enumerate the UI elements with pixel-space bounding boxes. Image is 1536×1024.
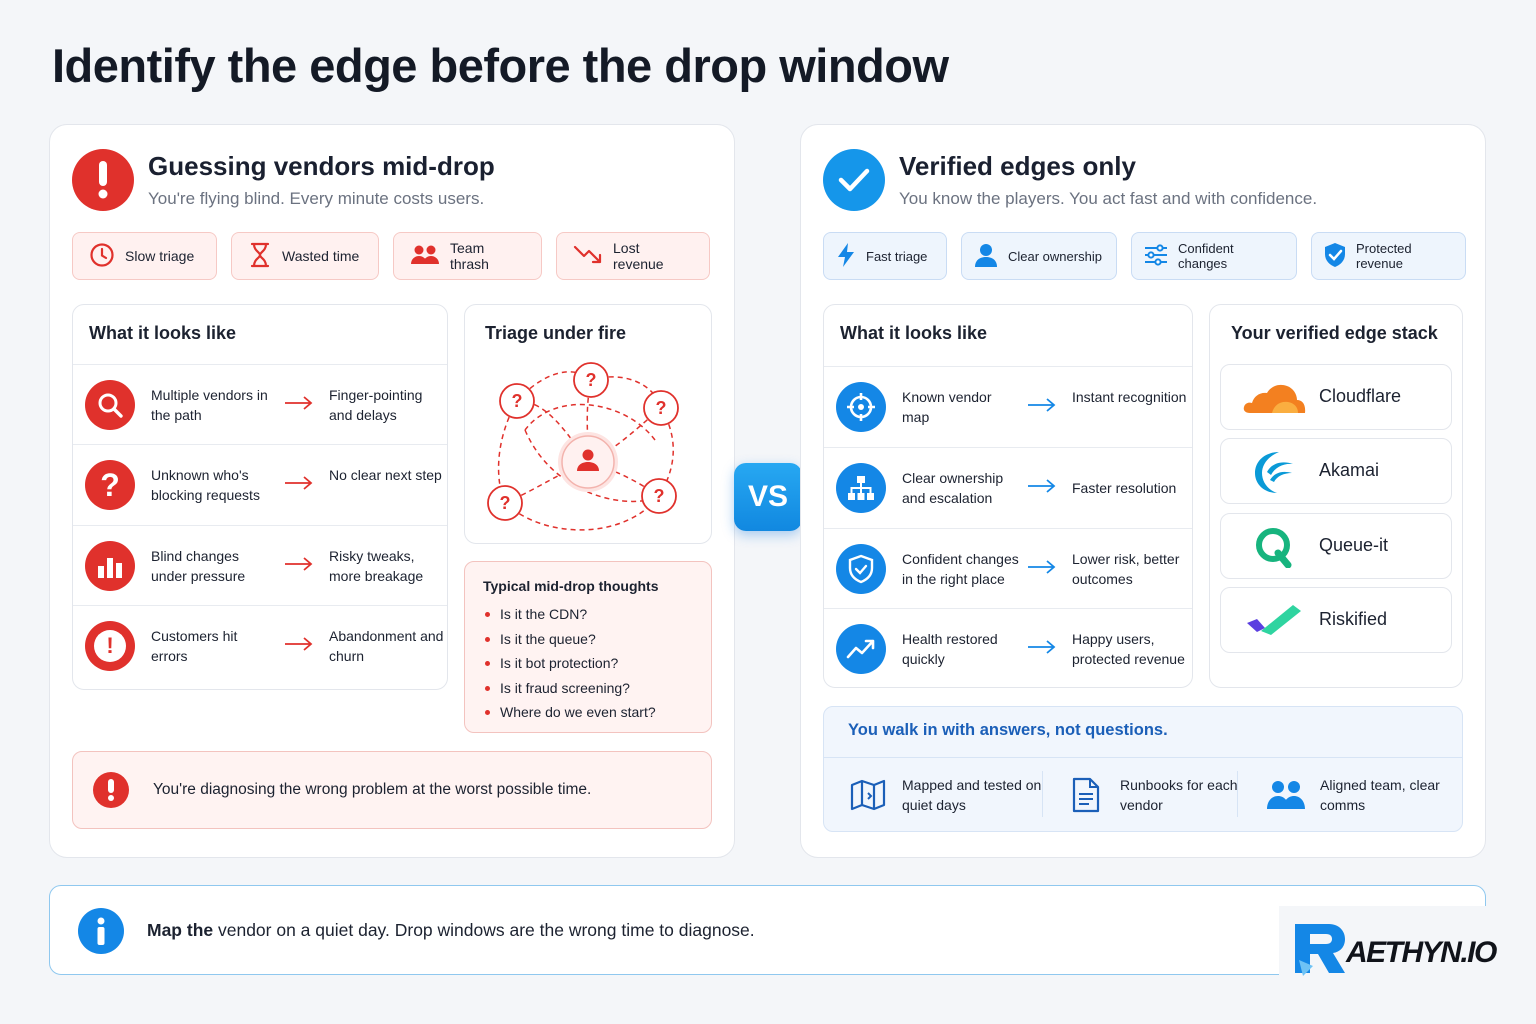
benefit-chips: Fast triage Clear ownership Confident ch… [823,232,1466,280]
list-item: Health restored quickly Happy users, pro… [824,608,1192,688]
list-item: ! Customers hit errors Abandonment and c… [73,605,447,685]
sliders-icon [1144,243,1168,269]
user-icon [974,243,998,270]
aethyn-logo-mark [1295,924,1345,976]
question-icon: ? [85,460,135,510]
team-icon [1266,775,1306,815]
chip-lost-revenue: Lost revenue [556,232,710,280]
check-icon [823,149,885,211]
question-mark: ? [656,398,667,418]
queue-it-logo [1241,526,1307,568]
list-item: ? Unknown who's blocking requests No cle… [73,444,447,524]
question-bubbles [487,362,679,521]
arrow-right-icon [283,556,315,577]
edge-stack-card: Your verified edge stack Cloudflare Akam… [1209,304,1463,688]
panel-subtitle: You're flying blind. Every minute costs … [148,189,485,208]
looks-like-card: What it looks like Multiple vendors in t… [72,304,448,690]
arrow-right-icon [283,636,315,657]
akamai-logo [1241,451,1307,493]
trending-down-icon [573,243,603,270]
list-item: Is it the CDN? [485,602,656,627]
arrow-right-icon [283,395,315,416]
riskified-logo [1241,600,1307,642]
thoughts-list: Is it the CDN? Is it the queue? Is it bo… [485,602,656,725]
guessing-panel: Guessing vendors mid-drop You're flying … [49,124,735,858]
org-chart-icon [836,463,886,513]
warning-banner: You're diagnosing the wrong problem at t… [72,751,712,829]
list-item: Is it bot protection? [485,651,656,676]
trending-up-icon [836,624,886,674]
arrow-right-icon [1026,639,1058,660]
map-icon [848,775,888,815]
list-item: Known vendor map Instant recognition [824,366,1192,446]
arrow-right-icon [1026,559,1058,580]
vendor-queue-it: Queue-it [1220,513,1452,579]
list-item: Clear ownership and escalation Faster re… [824,447,1192,527]
arrow-right-icon [283,475,315,496]
alert-icon: ! [85,621,135,671]
chip-wasted-time: Wasted time [231,232,379,280]
list-item: Multiple vendors in the path Finger-poin… [73,364,447,444]
list-item: Is it the queue? [485,627,656,652]
aethyn-logo: AETHYN.IO [1346,936,1497,969]
card-title: What it looks like [89,323,237,343]
alert-icon [93,772,129,808]
info-icon [78,908,124,954]
team-icon [410,243,440,270]
arrow-right-icon [1026,397,1058,418]
alert-icon [72,149,134,211]
bar-chart-icon [85,541,135,591]
verified-panel: Verified edges only You know the players… [800,124,1486,858]
list-item: Is it fraud screening? [485,676,656,701]
panel-subtitle: You know the players. You act fast and w… [899,189,1318,208]
chip-fast-triage: Fast triage [823,232,947,280]
answers-card: You walk in with answers, not questions.… [823,706,1463,832]
card-title: Triage under fire [485,323,627,343]
vendor-riskified: Riskified [1220,587,1452,653]
shield-check-icon [1324,242,1346,271]
vendor-akamai: Akamai [1220,438,1452,504]
logo-area [1279,906,1503,1004]
footer-tip: Map the vendor on a quiet day. Drop wind… [49,885,1486,975]
chip-team-thrash: Team thrash [393,232,542,280]
question-mark: ? [654,486,665,506]
search-icon [85,380,135,430]
triage-network-illustration: ? ? ? ? ? [487,362,679,531]
cloudflare-logo [1241,377,1307,419]
lightning-icon [836,242,856,271]
panel-title: Guessing vendors mid-drop [148,151,495,181]
shield-check-icon [836,544,886,594]
arrow-right-icon [1026,478,1058,499]
mid-drop-thoughts: Typical mid-drop thoughts Is it the CDN?… [464,561,712,733]
vendor-cloudflare: Cloudflare [1220,364,1452,430]
panel-title: Verified edges only [899,151,1136,181]
chip-confident-changes: Confident changes [1131,232,1297,280]
list-item: Confident changes in the right place Low… [824,528,1192,608]
target-icon [836,382,886,432]
triage-card: Triage under fire [464,304,712,544]
list-item: Blind changes under pressure Risky tweak… [73,525,447,605]
pain-chips: Slow triage Wasted time Team thrash Lost… [72,232,710,280]
vs-badge: VS [734,463,802,531]
card-title: What it looks like [840,323,988,343]
question-mark: ? [500,493,511,513]
document-icon [1066,775,1106,815]
list-item: Where do we even start? [485,700,656,725]
card-title: Your verified edge stack [1231,323,1438,343]
chip-protected-revenue: Protected revenue [1311,232,1466,280]
hourglass-icon [248,242,272,271]
clock-icon [89,242,115,271]
question-mark: ? [512,391,523,411]
question-mark: ? [586,370,597,390]
chip-clear-ownership: Clear ownership [961,232,1117,280]
chip-slow-triage: Slow triage [72,232,217,280]
looks-like-card: What it looks like Known vendor map Inst… [823,304,1193,688]
footer-text: Map the vendor on a quiet day. Drop wind… [147,920,755,940]
page-title: Identify the edge before the drop window [52,39,949,92]
